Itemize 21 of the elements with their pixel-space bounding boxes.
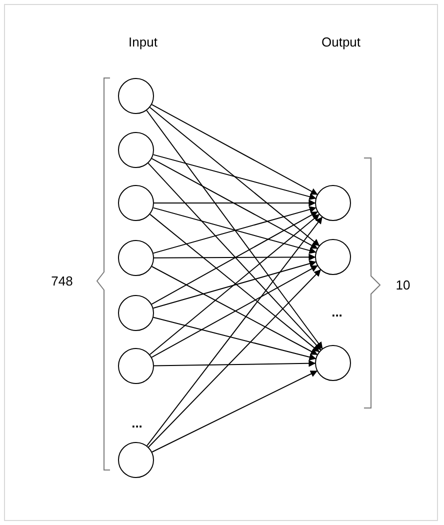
count-label: 748 (51, 272, 73, 290)
arrow (152, 260, 316, 309)
ellipsis: ... (332, 303, 342, 322)
arrow (146, 110, 323, 350)
arrow (152, 370, 318, 452)
arrow (154, 200, 316, 206)
arrow (154, 360, 316, 367)
arrow (149, 106, 320, 246)
layer-heading: Output (321, 33, 361, 52)
arrow (146, 216, 322, 446)
arrow (152, 154, 316, 200)
ellipsis: ... (132, 414, 142, 432)
arrow (148, 269, 321, 448)
arrow (151, 158, 318, 249)
count-label: 10 (396, 276, 410, 294)
arrow (151, 104, 318, 195)
arrow (151, 211, 318, 305)
layer-heading: Input (128, 33, 158, 52)
arrow (154, 254, 316, 261)
arrow (148, 162, 322, 350)
arrow (152, 316, 316, 360)
